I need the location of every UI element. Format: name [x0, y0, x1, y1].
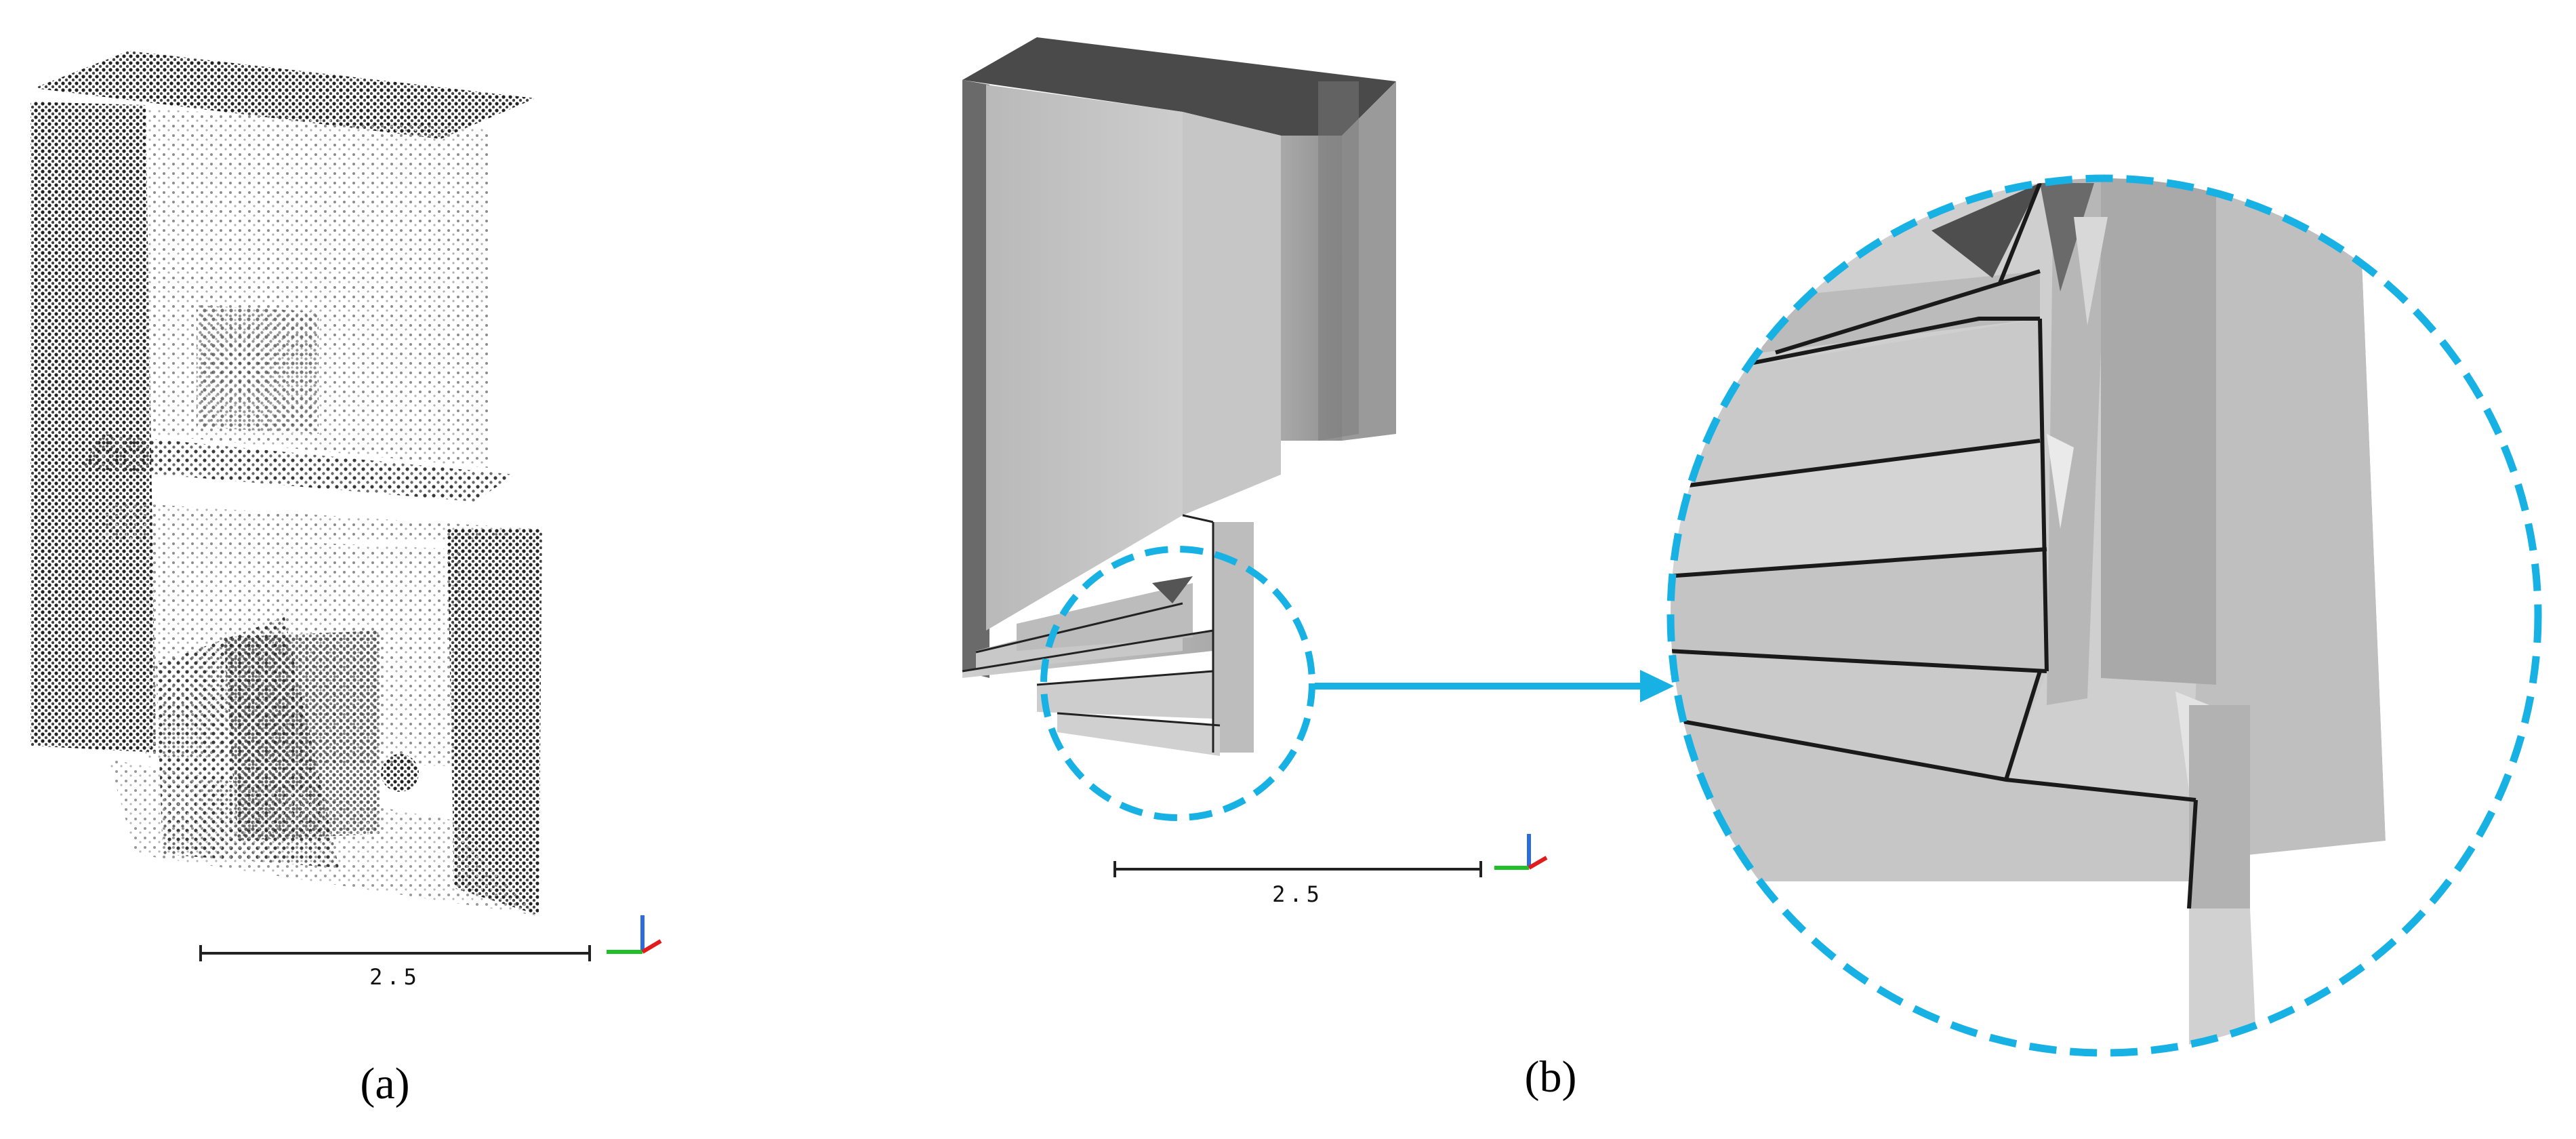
axis-triad-icon [607, 915, 662, 954]
panel-b-label: (b) [1525, 1052, 1577, 1102]
scale-bar-b-label: 2.5 [1272, 881, 1324, 907]
axis-triad-icon-b [1494, 834, 1548, 870]
scale-bar-b: 2.5 [1113, 861, 1482, 907]
scale-bar-a: 2.5 [199, 945, 591, 990]
zoom-view [1671, 178, 2538, 1053]
highlight-circle-small [1040, 546, 1315, 821]
panel-a-label: (a) [360, 1059, 409, 1108]
arrow-right-icon [1315, 670, 1674, 702]
mesh-model [962, 37, 1396, 756]
panel-a: 2.5 (a) [30, 51, 662, 1108]
point-cloud [30, 51, 542, 915]
panel-b: 2.5 (b) [962, 37, 2542, 1102]
scale-bar-a-label: 2.5 [369, 964, 421, 990]
highlight-circle-large [1667, 174, 2542, 1057]
